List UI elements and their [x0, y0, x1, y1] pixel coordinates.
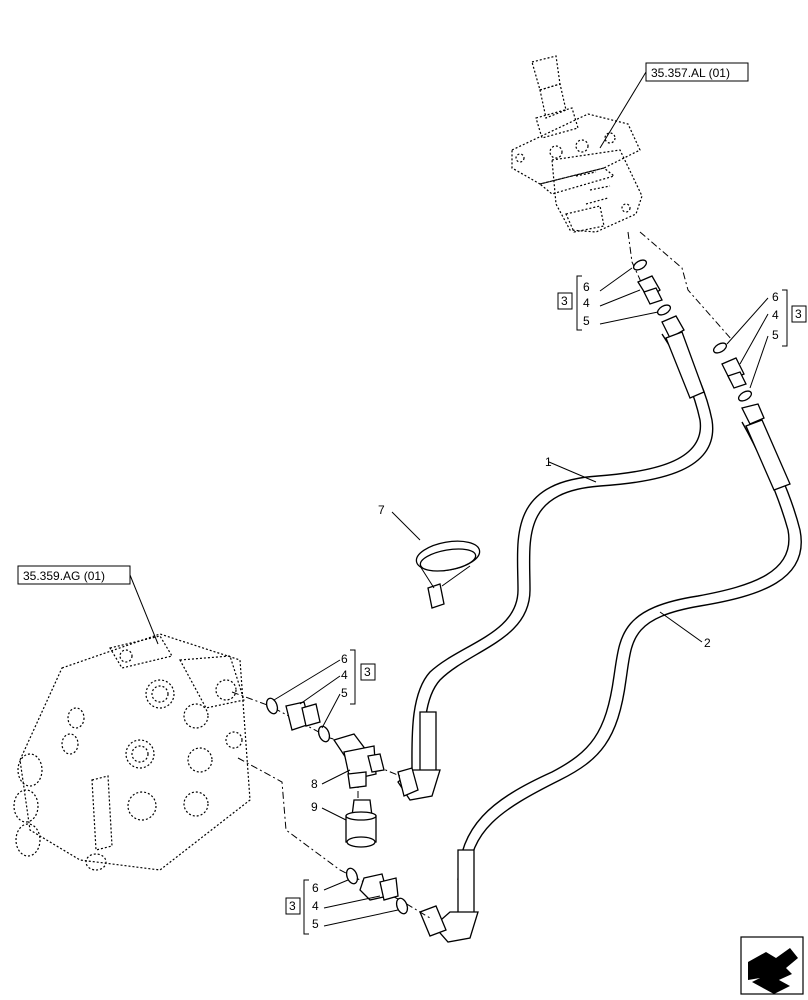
hose-1[interactable]: 1: [397, 315, 714, 801]
callout-9: 9: [311, 800, 318, 814]
callout-3-bottom: 3: [289, 899, 296, 913]
callout-6-top-right: 6: [772, 290, 779, 304]
callout-6-bottom: 6: [312, 881, 319, 895]
callout-4-top-left: 4: [583, 296, 590, 310]
pressure-switch-9[interactable]: 9: [311, 799, 377, 848]
callout-7: 7: [378, 503, 385, 517]
fitting-group-mid: 6 4 5 3: [265, 649, 376, 743]
callout-2: 2: [704, 636, 711, 650]
callout-6-mid: 6: [341, 652, 348, 666]
callout-5-top-left: 5: [583, 314, 590, 328]
reference-box-top[interactable]: 35.357.AL (01): [599, 62, 749, 149]
callout-5-mid: 5: [341, 686, 348, 700]
reference-box-left[interactable]: 35.359.AG (01): [17, 565, 159, 645]
callout-5-bottom: 5: [312, 917, 319, 931]
callout-3-top-left: 3: [561, 294, 568, 308]
fitting-group-top-left: 6 4 5 3: [557, 259, 672, 331]
callout-4-top-right: 4: [772, 308, 779, 322]
callout-4-mid: 4: [341, 668, 348, 682]
reference-text-top: 35.357.AL (01): [651, 66, 730, 80]
callout-3-top-right: 3: [795, 307, 802, 321]
callout-1: 1: [545, 455, 552, 469]
tee-fitting-8[interactable]: 8: [311, 733, 385, 791]
pilot-valve-drawing: [511, 55, 643, 233]
callout-8: 8: [311, 777, 318, 791]
fitting-group-top-right: 6 4 5 3: [712, 289, 807, 402]
callout-3-mid: 3: [364, 665, 371, 679]
callout-6-top-left: 6: [583, 280, 590, 294]
fitting-group-bottom: 6 4 5 3: [285, 867, 409, 935]
clamp-7[interactable]: 7: [378, 503, 482, 609]
hose-2[interactable]: 2: [419, 403, 802, 943]
reference-text-left: 35.359.AG (01): [23, 569, 105, 583]
control-valve-drawing: [13, 633, 251, 871]
next-page-arrow-icon[interactable]: [740, 936, 804, 995]
callout-5-top-right: 5: [772, 328, 779, 342]
callout-4-bottom: 4: [312, 899, 319, 913]
